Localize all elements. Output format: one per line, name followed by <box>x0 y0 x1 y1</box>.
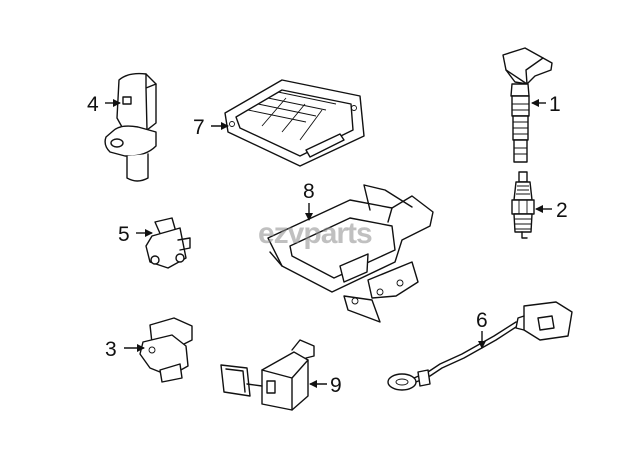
callout-9: 9 <box>330 374 342 397</box>
callout-7: 7 <box>193 116 205 139</box>
sensor-part-3[interactable] <box>139 317 193 383</box>
callout-1: 1 <box>549 93 561 116</box>
callout-6: 6 <box>476 309 488 332</box>
engine-control-module-part[interactable] <box>224 79 365 167</box>
watermark-logo: ezvparts <box>258 217 372 250</box>
ecm-bracket-part[interactable] <box>267 184 434 323</box>
camshaft-sensor-part[interactable] <box>104 72 157 182</box>
spark-plug-part[interactable] <box>511 171 535 239</box>
callout-2: 2 <box>556 199 568 222</box>
callout-4: 4 <box>87 93 99 116</box>
callout-3: 3 <box>105 338 117 361</box>
knock-sensor-part[interactable] <box>387 301 573 391</box>
callout-5: 5 <box>118 223 130 246</box>
callout-8: 8 <box>303 180 315 203</box>
ignition-coil-part[interactable] <box>502 47 553 163</box>
sensor-part-5[interactable] <box>145 217 191 269</box>
bracket-part-9[interactable] <box>220 339 315 411</box>
